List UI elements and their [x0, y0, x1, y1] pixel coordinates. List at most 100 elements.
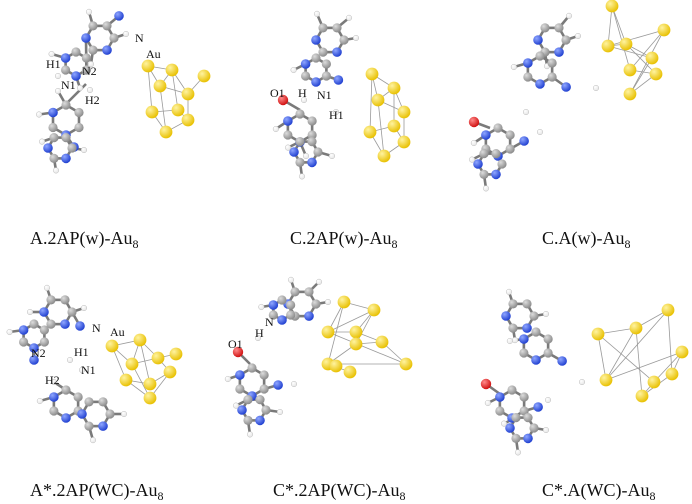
carbon-atom-p4 — [61, 385, 71, 395]
carbon-atom-p3 — [547, 72, 557, 82]
gold-atom-p1 — [159, 125, 173, 139]
gold-atom-p3 — [623, 87, 637, 101]
gold-atom-p4 — [133, 333, 147, 347]
carbon-atom-p4 — [29, 319, 39, 329]
hydrogen-atom-p3 — [574, 32, 582, 40]
caption-panel-ca: C.A(w)-Au8 — [542, 228, 631, 252]
nitrogen-atom-p1 — [61, 153, 71, 164]
nitrogen-atom-p1 — [81, 33, 91, 43]
au-contact-line-p6 — [605, 351, 683, 381]
nitrogen-atom-p1 — [71, 71, 81, 81]
carbon-atom-p2 — [321, 59, 331, 69]
hydrogen-atom-p3 — [468, 156, 476, 163]
hydrogen-atom-p1 — [38, 138, 46, 145]
gold-atom-p4 — [151, 351, 165, 365]
carbon-atom-p4 — [39, 337, 49, 347]
carbon-atom-p1 — [74, 107, 84, 118]
gold-atom-p6 — [661, 303, 675, 317]
caption-panel-cstar-sub: 8 — [399, 489, 406, 503]
hydrogen-atom-p2 — [332, 108, 340, 116]
hydrogen-atom-p1 — [87, 61, 95, 68]
hydrogen-atom-p1 — [122, 30, 130, 38]
nitrogen-atom-p3 — [561, 82, 571, 92]
hydrogen-atom-p5 — [287, 276, 295, 283]
nitrogen-atom-p6 — [501, 311, 511, 321]
caption-panel-c: C.2AP(w)-Au8 — [290, 228, 398, 252]
hydrogen-atom-p3 — [592, 84, 600, 92]
gold-atom-p3 — [645, 51, 659, 65]
hydrogen-atom-p6 — [542, 426, 550, 434]
carbon-atom-p4 — [84, 421, 94, 431]
oxygen-atom-p6 — [480, 378, 492, 390]
nitrogen-atom-p4 — [61, 413, 71, 423]
label-o1-p2: O1 — [270, 86, 285, 100]
nitrogen-atom-p3 — [473, 159, 483, 169]
hydrogen-atom-p2 — [302, 152, 310, 160]
carbon-atom-p2 — [318, 23, 328, 33]
carbon-atom-p3 — [479, 169, 489, 179]
carbon-atom-p6 — [529, 423, 539, 433]
gold-atom-p6 — [675, 345, 689, 359]
hydrogen-atom-p1 — [54, 87, 62, 95]
label-h2-p4: H2 — [45, 373, 60, 387]
hydrogen-atom-p3 — [536, 128, 544, 136]
au-contact-line-p6 — [635, 327, 643, 397]
carbon-atom-p6 — [529, 311, 539, 321]
carbon-atom-p6 — [523, 413, 533, 423]
label-n1-p2: N1 — [317, 88, 332, 102]
hydrogen-atom-p1 — [76, 84, 84, 92]
gold-atom-p3 — [601, 39, 615, 53]
nitrogen-atom-p1 — [114, 11, 124, 21]
gold-atom-p5 — [343, 365, 357, 379]
carbon-atom-p5 — [247, 363, 257, 373]
hydrogen-atom-p5 — [290, 380, 298, 388]
nitrogen-atom-p4 — [29, 355, 39, 365]
carbon-atom-p3 — [479, 149, 489, 159]
au-contact-line-p1 — [147, 65, 153, 113]
hydrogen-atom-p6 — [542, 310, 550, 318]
carbon-atom-p6 — [522, 299, 532, 309]
hydrogen-atom-p4 — [43, 284, 51, 291]
carbon-atom-p2 — [332, 23, 342, 33]
carbon-atom-p2 — [339, 35, 349, 45]
au-contact-line-p5 — [327, 301, 345, 365]
caption-panel-c-text: C.2AP(w)-Au — [290, 228, 392, 248]
nitrogen-atom-p3 — [519, 136, 529, 146]
hydrogen-atom-p2 — [313, 10, 321, 17]
au-contact-line-p5 — [355, 309, 375, 345]
nitrogen-atom-p2 — [333, 75, 344, 85]
carbon-atom-p3 — [493, 123, 503, 133]
carbon-atom-p5 — [243, 415, 253, 425]
hydrogen-atom-p4 — [6, 328, 13, 336]
nitrogen-atom-p5 — [277, 315, 287, 325]
carbon-atom-p6 — [519, 348, 529, 358]
carbon-atom-p1 — [71, 47, 81, 57]
nitrogen-atom-p2 — [307, 157, 317, 168]
caption-panel-astar-sub: 8 — [157, 489, 164, 503]
carbon-atom-p6 — [543, 348, 553, 358]
label-h1-p4: H1 — [74, 345, 89, 359]
gold-atom-p3 — [619, 37, 633, 51]
nitrogen-atom-p1 — [102, 45, 112, 55]
caption-panel-cstar-text: C*.2AP(WC)-Au — [273, 480, 400, 500]
au-contact-line-p3 — [607, 5, 613, 47]
gold-atom-p5 — [367, 303, 381, 317]
carbon-atom-p1 — [48, 122, 58, 133]
gold-atom-p1 — [181, 87, 195, 101]
caption-panel-castar-text: C*.A(WC)-Au — [542, 480, 650, 500]
carbon-atom-p3 — [505, 144, 515, 154]
au-contact-line-p3 — [607, 45, 653, 59]
hydrogen-atom-p5 — [246, 431, 254, 438]
label-h1-p2: H1 — [329, 108, 344, 122]
caption-panel-a-text: A.2AP(w)-Au — [30, 228, 133, 248]
nitrogen-atom-p3 — [491, 169, 501, 180]
carbon-atom-p6 — [508, 323, 518, 333]
carbon-atom-p4 — [105, 409, 115, 419]
carbon-atom-p4 — [67, 307, 77, 317]
gold-atom-p1 — [153, 79, 167, 93]
oxygen-atom-p3 — [468, 116, 480, 128]
gold-atom-p5 — [321, 325, 335, 339]
nitrogen-atom-p3 — [535, 79, 545, 89]
nitrogen-atom-p4 — [18, 325, 29, 335]
carbon-atom-p1 — [61, 100, 71, 110]
